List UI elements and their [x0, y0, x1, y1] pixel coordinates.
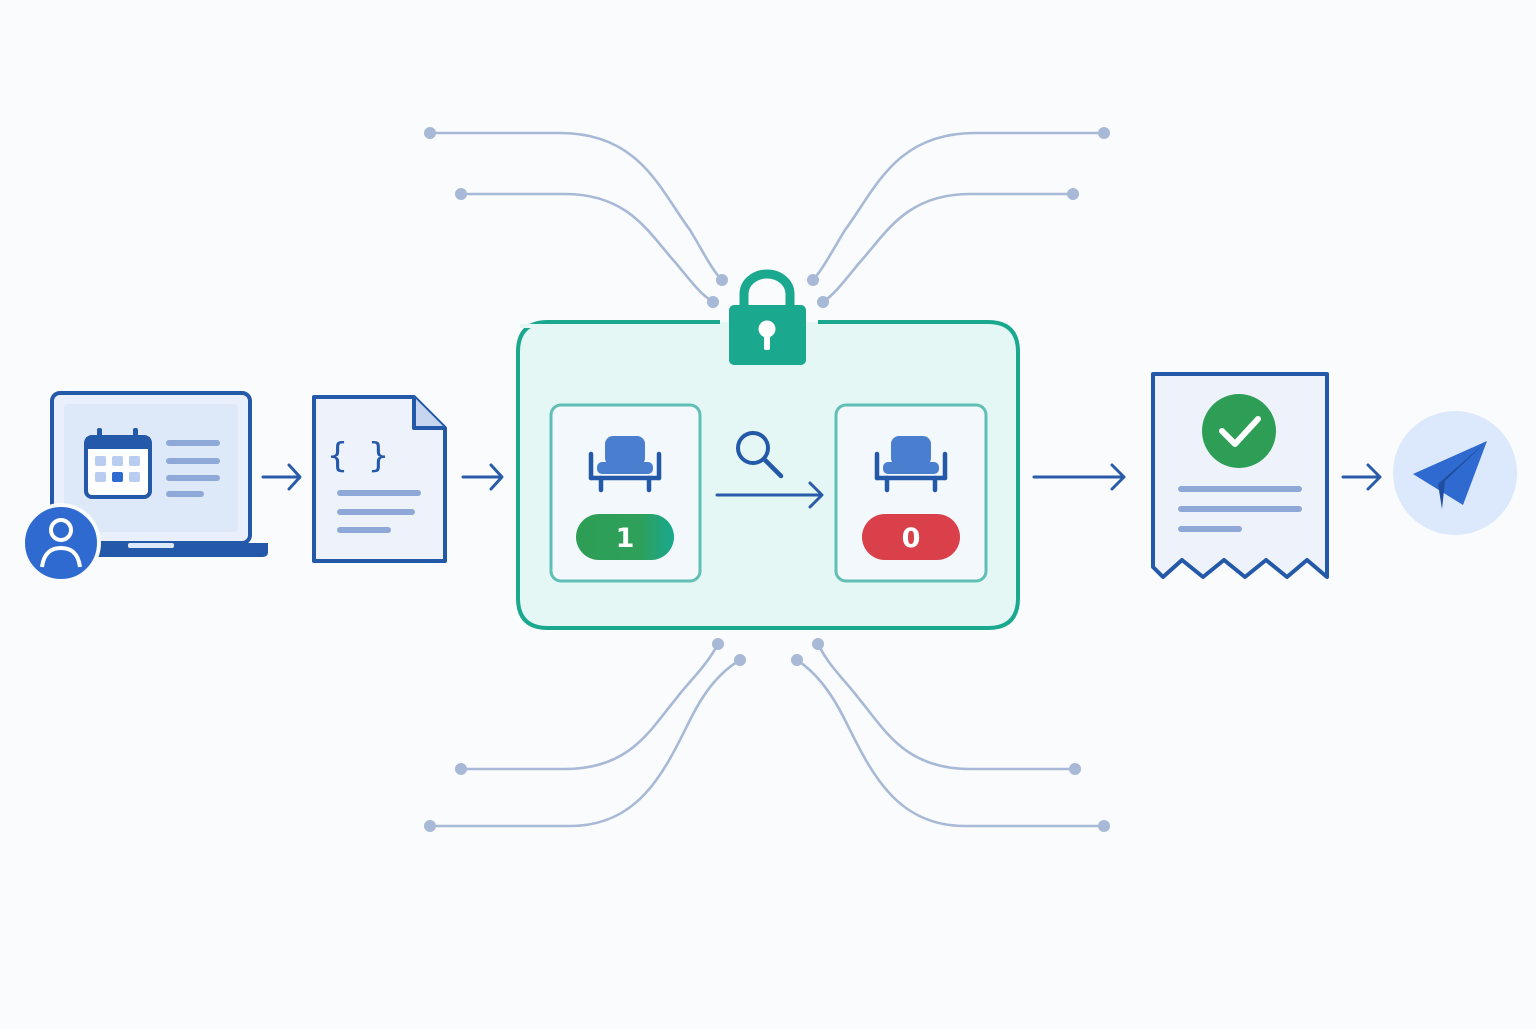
laptop-calendar-icon	[38, 391, 268, 557]
connector-lines	[424, 127, 1110, 832]
connector-bottom-left-outer	[424, 654, 746, 832]
check-circle-icon	[1202, 394, 1276, 468]
connector-top-left-inner	[455, 188, 719, 308]
send-notification-node	[1393, 411, 1517, 535]
flow-arrow-3	[1032, 463, 1126, 491]
seat-count-after: 0	[902, 523, 921, 554]
flow-arrow-4	[1341, 463, 1382, 491]
seat-count-before: 1	[616, 523, 635, 554]
magnifier-icon	[736, 431, 784, 479]
connector-top-right-outer	[807, 127, 1110, 286]
padlock-icon	[729, 269, 806, 365]
connector-bottom-left-inner	[455, 638, 724, 775]
json-braces-symbol: { }	[327, 436, 388, 476]
connector-bottom-right-inner	[812, 638, 1081, 775]
seat-count-badge-before	[576, 514, 674, 560]
paper-plane-icon	[1413, 441, 1487, 509]
booking-laptop-node	[21, 391, 268, 583]
seat-card-before: 1	[549, 403, 702, 583]
connector-top-right-inner	[817, 188, 1079, 308]
locked-transaction-node: 1 0	[516, 269, 1020, 630]
seat-count-badge-after	[862, 514, 960, 560]
flow-arrow-1	[261, 463, 302, 491]
flow-arrow-2	[461, 463, 504, 491]
receipt-check-icon	[1151, 372, 1329, 579]
connector-bottom-right-outer	[791, 654, 1110, 832]
transfer-arrow	[715, 481, 824, 509]
connector-top-left-outer	[424, 127, 728, 286]
user-avatar-icon	[21, 503, 101, 583]
seat-card-after: 0	[834, 403, 988, 583]
json-document-icon: { }	[312, 395, 447, 563]
